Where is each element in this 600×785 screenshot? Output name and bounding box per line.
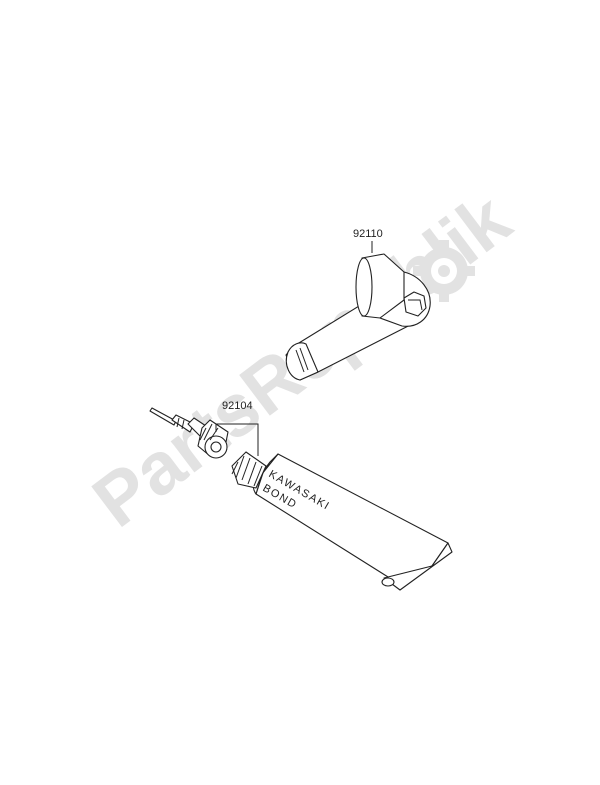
kawasaki-bond-tube[interactable]: KAWASAKI BOND <box>231 451 453 591</box>
part-number-label: 92104 <box>222 400 253 412</box>
callout-92110: 92110 <box>353 228 383 253</box>
spanner-wrench[interactable] <box>285 253 431 381</box>
part-number-label: 92110 <box>353 228 383 240</box>
gear-icon <box>413 240 475 302</box>
bond-nozzle-cap[interactable] <box>149 407 229 459</box>
callout-92104: 92104 <box>215 400 259 456</box>
